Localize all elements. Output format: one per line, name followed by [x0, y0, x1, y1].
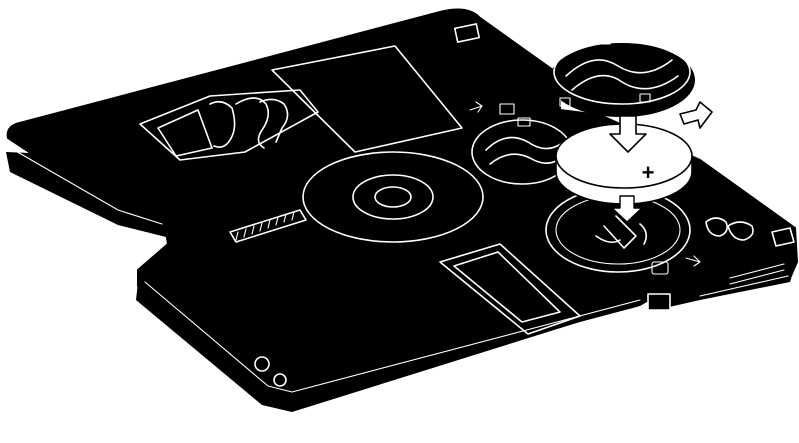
- insert-arrow-icon: [680, 102, 712, 128]
- battery-cover-removed: [550, 36, 698, 116]
- battery-polarity-mark: +: [642, 160, 655, 185]
